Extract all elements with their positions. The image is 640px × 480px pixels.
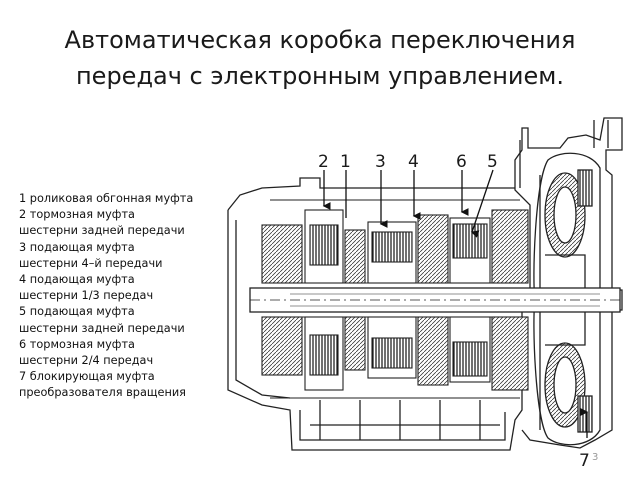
callout-1: 1 — [340, 152, 351, 172]
legend-line: шестерни 2/4 передач — [19, 354, 154, 368]
legend-line: 4 подающая муфта — [19, 273, 135, 287]
component-legend: 1 роликовая обгонная муфта 2 тормозная м… — [19, 191, 219, 402]
legend-line: шестерни 1/3 передач — [19, 289, 154, 303]
legend-line: 7 блокирующая муфта — [19, 370, 155, 384]
legend-line: шестерни 4–й передачи — [19, 256, 163, 270]
callout-3: 3 — [375, 152, 386, 172]
upper-gearset — [261, 199, 529, 284]
title-line-1: Автоматическая коробка переключения — [64, 26, 576, 54]
legend-line: шестерни задней передачи — [19, 321, 185, 335]
callout-5: 5 — [487, 152, 498, 172]
legend-line: 2 тормозная муфта — [19, 208, 135, 222]
legend-line: 3 подающая муфта — [19, 240, 135, 254]
callout-arrows — [322, 169, 589, 438]
slide-number: 3 — [592, 452, 599, 463]
lower-gearset — [261, 316, 529, 399]
legend-line: 5 подающая муфта — [19, 305, 135, 319]
legend-line: 1 роликовая обгонная муфта — [19, 192, 194, 205]
legend-line: 6 тормозная муфта — [19, 337, 135, 351]
callout-7: 7 — [579, 451, 590, 471]
legend-line: преобразователя вращения — [19, 386, 186, 400]
callout-2: 2 — [318, 152, 329, 172]
main-shaft — [249, 287, 621, 313]
legend-line: шестерни задней передачи — [19, 224, 185, 238]
callout-6: 6 — [456, 152, 467, 172]
torque-converter — [533, 152, 601, 446]
slide-title: Автоматическая коробка переключения пере… — [0, 22, 640, 94]
title-line-2: передач с электронным управлением. — [75, 62, 564, 90]
callout-4: 4 — [408, 152, 419, 172]
